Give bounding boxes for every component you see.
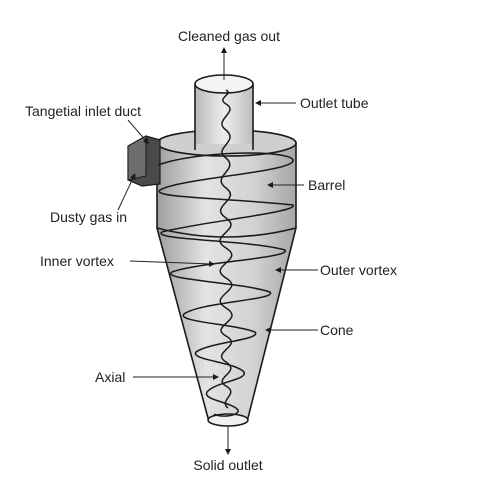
barrel-cone-junction — [156, 227, 297, 238]
label-outlet-tube: Outlet tube — [300, 95, 369, 111]
inlet-duct-leader — [127, 119, 149, 145]
outer-vortex-spiral — [157, 152, 294, 417]
label-outer-vortex: Outer vortex — [320, 262, 397, 278]
label-inner-vortex: Inner vortex — [40, 253, 114, 269]
label-dusty-gas-in: Dusty gas in — [50, 209, 127, 225]
dusty-gas-leader — [117, 173, 136, 211]
label-barrel: Barrel — [308, 177, 345, 193]
inner-vortex-leader — [129, 260, 215, 267]
label-tangential-inlet-duct: Tangetial inlet duct — [25, 103, 141, 119]
label-solid-outlet: Solid outlet — [193, 457, 262, 473]
inner-vortex-spiral — [219, 89, 233, 409]
inlet-duct-shape — [127, 135, 161, 187]
label-cone: Cone — [320, 322, 354, 338]
label-axial: Axial — [95, 369, 125, 385]
label-cleaned-gas-out: Cleaned gas out — [178, 28, 280, 44]
outlet-tube-shape — [194, 74, 254, 150]
